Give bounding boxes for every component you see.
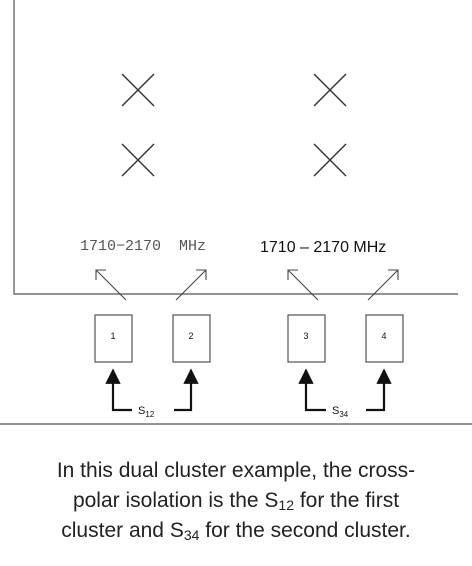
s12-bracket: [105, 368, 199, 412]
s34-label: S34: [332, 405, 349, 419]
caption-text-1: In this dual cluster example, the cross-…: [56, 459, 416, 512]
port-2-box: [172, 314, 211, 363]
port-3-label: 3: [303, 331, 308, 341]
cross-element: [313, 143, 347, 177]
ports: [94, 314, 404, 363]
port-2-label: 2: [188, 331, 193, 341]
port-1-label: 1: [110, 331, 115, 341]
caption: In this dual cluster example, the cross-…: [0, 426, 472, 566]
caption-s34: S34: [169, 519, 200, 543]
port-4-label: 4: [381, 331, 386, 341]
port-4-box: [365, 314, 404, 363]
s34-bracket: [298, 368, 392, 412]
polarization-arrow-plus45: [175, 269, 207, 301]
polarization-arrow-plus45: [367, 269, 399, 301]
cluster-1-elements: [121, 73, 155, 177]
caption-s12: S12: [264, 489, 294, 513]
cross-element: [121, 73, 155, 107]
polarization-arrows: [95, 269, 399, 301]
antenna-panel-outline: [13, 0, 458, 295]
caption-text-3: for the second cluster.: [199, 519, 411, 542]
cross-element: [313, 73, 347, 107]
cluster-2-elements: [313, 73, 347, 177]
cluster-1-band-label: 1710−2170 MHz: [80, 238, 206, 255]
cross-element: [121, 143, 155, 177]
port-1-box: [94, 314, 133, 363]
polarization-arrow-minus45: [287, 269, 319, 301]
polarization-arrow-minus45: [95, 269, 127, 301]
port-3-box: [287, 314, 326, 363]
caption-text-2: for the first cluster and: [61, 489, 400, 542]
s12-label: S12: [138, 405, 155, 419]
cluster-2-band-label: 1710 – 2170 MHz: [260, 239, 386, 256]
antenna-diagram: 1710−2170 MHz 1710 – 2170 MHz: [0, 0, 472, 425]
